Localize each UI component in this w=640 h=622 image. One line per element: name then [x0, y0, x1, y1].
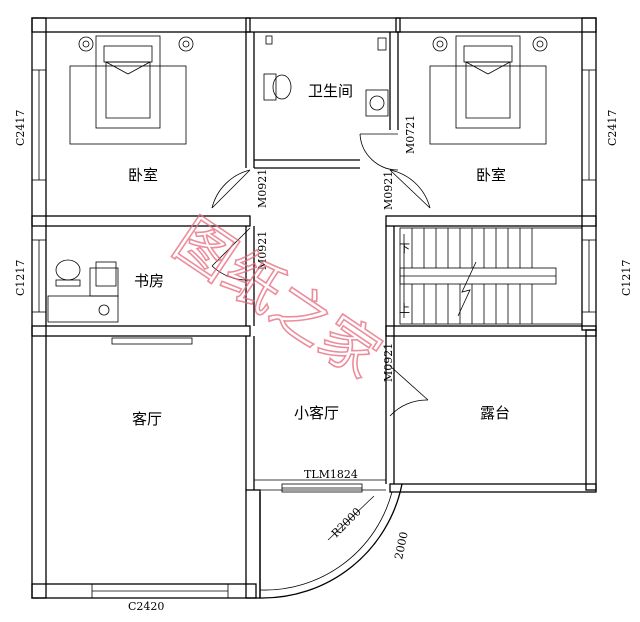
- room-label-study: 书房: [134, 272, 164, 290]
- window-code-left-mid: C1217: [14, 260, 27, 296]
- door-swings: [211, 133, 431, 417]
- room-label-small-living-room: 小客厅: [294, 404, 339, 422]
- window-code-right-mid: C1217: [620, 260, 633, 296]
- room-label-living-room: 客厅: [132, 410, 162, 428]
- door-code-bath: M0721: [404, 115, 417, 154]
- window-code-bottom: C2420: [128, 600, 164, 613]
- sliding-door-code: TLM1824: [304, 468, 358, 481]
- balcony-radius-label: R2000: [329, 505, 364, 540]
- window-code-left-top: C2417: [14, 110, 27, 146]
- door-code-bed-left: M0921: [256, 169, 269, 208]
- watermark: 图纸之家: [161, 204, 393, 392]
- room-label-terrace: 露台: [480, 404, 510, 422]
- door-code-terrace: M0921: [382, 343, 395, 382]
- balcony-width-label: 2000: [392, 531, 411, 561]
- room-label-bathroom: 卫生间: [308, 82, 353, 100]
- curved-balcony: [259, 483, 403, 599]
- tv-cabinet: [111, 337, 193, 345]
- study-furniture: [47, 259, 119, 323]
- watermark-text: 图纸之家: [162, 205, 392, 391]
- bathroom-fixtures: [263, 35, 389, 117]
- bed-left: [69, 35, 194, 145]
- room-label-bedroom-right: 卧室: [476, 166, 506, 184]
- bed-right: [429, 35, 548, 145]
- window-code-right-top: C2417: [606, 110, 619, 146]
- interior-walls: [31, 32, 597, 491]
- door-code-bed-right: M0921: [382, 171, 395, 210]
- room-label-bedroom-left: 卧室: [128, 166, 158, 184]
- windows: [31, 69, 597, 599]
- staircase: 下 上: [399, 227, 583, 325]
- door-code-study: M0921: [256, 231, 269, 270]
- stair-down-mark: 下: [399, 242, 410, 255]
- stair-up-mark: 上: [399, 302, 410, 315]
